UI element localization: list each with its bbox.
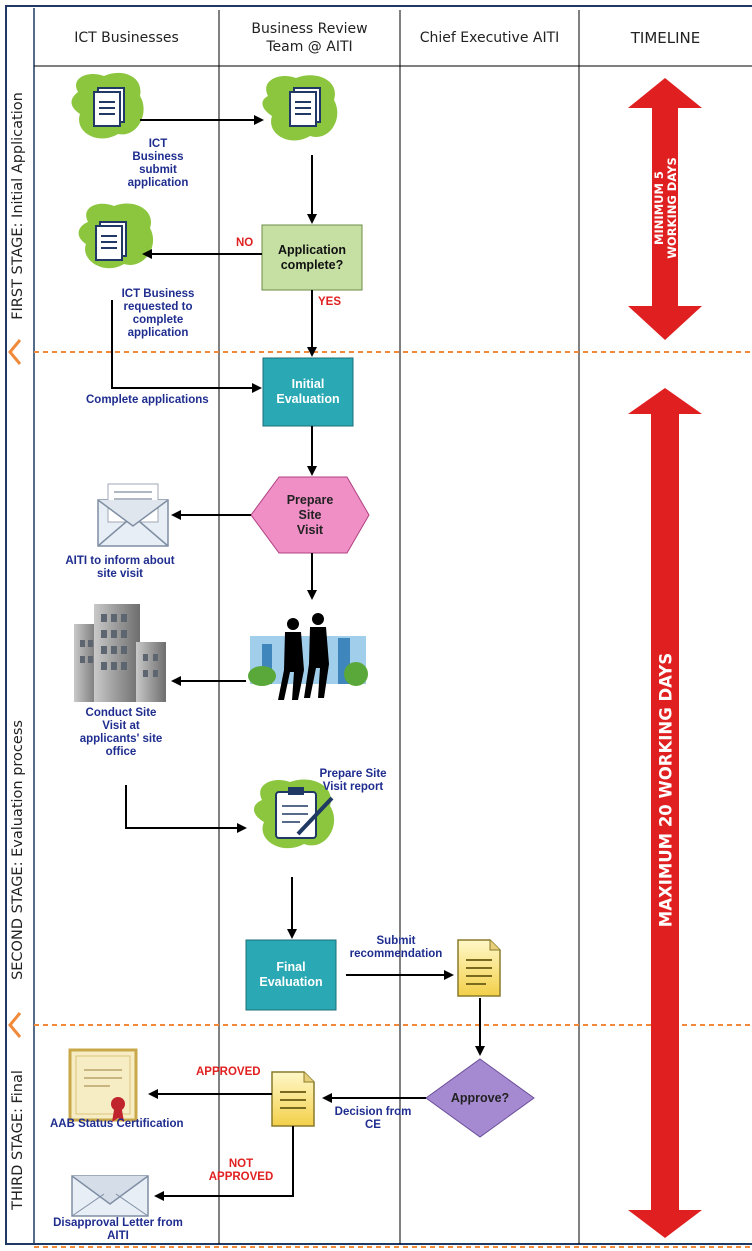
stage-label-second: SECOND STAGE: Evaluation process <box>10 720 26 980</box>
inform-site-visit-label: AITI to inform about site visit <box>65 555 175 580</box>
prepare-site-visit-text: Prepare Site Visit <box>286 492 334 537</box>
disapproval-envelope-icon <box>71 1175 149 1217</box>
application-complete-box <box>261 224 363 291</box>
column-header-ict: ICT Businesses <box>74 30 179 46</box>
approve-diamond <box>425 1058 535 1138</box>
recommendation-document-icon <box>457 939 501 997</box>
column-header-timeline: TIMELINE <box>630 29 701 47</box>
yes-label: YES <box>318 296 342 308</box>
stage-label-third: THIRD STAGE: Final <box>10 1070 26 1210</box>
edge-not-approved <box>154 1126 294 1201</box>
final-evaluation-text: Final Evaluation <box>259 960 323 989</box>
office-building-icon <box>74 604 166 702</box>
approve-text: Approve? <box>450 1090 510 1105</box>
edge-conduct-to-report <box>125 785 247 833</box>
submit-document-icon <box>71 72 144 139</box>
complete-applications-label: Complete applications <box>86 394 209 406</box>
stage-label-first: FIRST STAGE: Initial Application <box>10 92 26 320</box>
column-header-review-team: Business Review Team @ AITI <box>251 21 368 55</box>
not-approved-label: NOT APPROVED <box>208 1158 274 1183</box>
initial-evaluation-text: Initial Evaluation <box>276 377 340 406</box>
application-complete-text: Application complete? <box>277 242 347 272</box>
approved-label: APPROVED <box>196 1066 261 1078</box>
certification-label: AAB Status Certification <box>50 1118 184 1130</box>
clipboard-icon <box>254 779 335 849</box>
diagram-frame <box>5 5 752 1245</box>
final-evaluation-box <box>245 939 337 1011</box>
stage-chevron-2 <box>8 1012 22 1038</box>
decision-from-ce-label: Decision from CE <box>334 1106 412 1131</box>
conduct-site-visit-label: Conduct Site Visit at applicants' site o… <box>79 707 163 758</box>
decision-document-icon <box>271 1071 315 1127</box>
initial-evaluation-box <box>262 357 354 427</box>
prepare-report-label: Prepare Site Visit report <box>319 768 387 793</box>
timeline-first-text: MINIMUM 5 WORKING DAYS <box>652 157 679 259</box>
column-header-ceo: Chief Executive AITI <box>419 30 560 46</box>
timeline-arrow-first-stage <box>628 78 702 340</box>
stage-chevron-1 <box>8 339 22 365</box>
certificate-icon <box>68 1048 138 1122</box>
submit-recommendation-label: Submit recommendation <box>349 935 443 960</box>
timeline-arrow-second-stage <box>628 388 702 1238</box>
requested-document-icon <box>78 203 154 269</box>
envelope-icon <box>97 483 169 547</box>
edge-complete-applications <box>111 300 262 393</box>
no-label: NO <box>236 237 254 249</box>
timeline-second-text: MAXIMUM 20 WORKING DAYS <box>656 652 676 928</box>
received-document-icon <box>262 75 338 141</box>
requested-to-complete-label: ICT Business requested to complete appli… <box>121 288 195 339</box>
submit-application-label: ICT Business submit application <box>127 138 189 189</box>
business-people-icon <box>248 613 368 700</box>
disapproval-letter-label: Disapproval Letter from AITI <box>53 1217 183 1242</box>
